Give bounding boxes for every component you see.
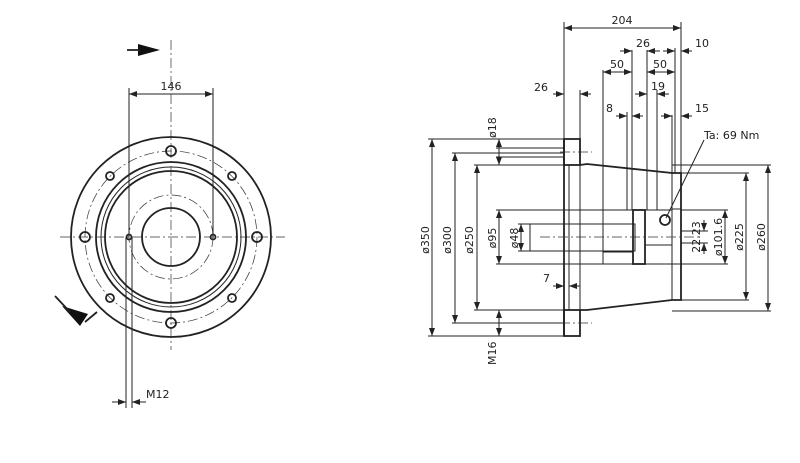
- dim-d250: ø250: [463, 226, 476, 254]
- dim-146: 146: [161, 80, 182, 93]
- dim-7: 7: [543, 272, 550, 285]
- dim-d225: ø225: [733, 223, 746, 251]
- dim-m16: M16: [486, 342, 499, 366]
- section-arrow-bottom-icon: [62, 306, 88, 326]
- dim-204: 204: [612, 14, 633, 27]
- front-view: 146 M12: [54, 40, 285, 408]
- dim-d300: ø300: [441, 226, 454, 254]
- dim-26-flange: 26: [534, 81, 548, 94]
- dim-d101-6: ø101.6: [712, 218, 725, 256]
- dim-d350: ø350: [419, 226, 432, 254]
- dim-15: 15: [695, 102, 709, 115]
- dim-d260: ø260: [755, 223, 768, 251]
- dim-50-left: 50: [610, 58, 624, 71]
- bolt-holes: [79, 145, 263, 329]
- section-arrow-top-icon: [138, 44, 160, 56]
- dim-d95: ø95: [486, 228, 499, 249]
- torque-note: Ta: 69 Nm: [703, 129, 759, 142]
- dim-8: 8: [606, 102, 613, 115]
- dim-10: 10: [695, 37, 709, 50]
- section-view: 204 26 10 50 50 26 19 8 15 Ta: 69 Nm ø18…: [419, 14, 771, 365]
- dim-22-23: 22.23: [690, 221, 703, 253]
- dim-d48: ø48: [508, 228, 521, 249]
- dim-26-top: 26: [636, 37, 650, 50]
- dim-50-right: 50: [653, 58, 667, 71]
- dim-m12: M12: [146, 388, 170, 401]
- dim-19: 19: [651, 80, 665, 93]
- dim-d18: ø18: [486, 117, 499, 138]
